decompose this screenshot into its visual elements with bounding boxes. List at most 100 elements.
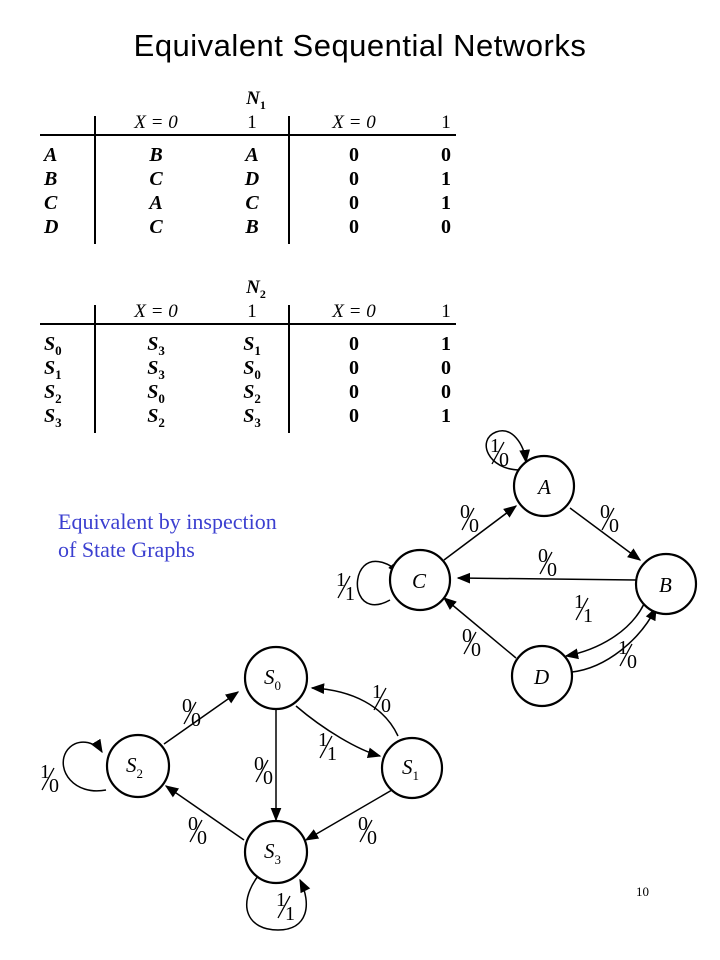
- edge-s2-s0: [163, 691, 240, 745]
- edge-s3-s2: [164, 785, 245, 841]
- edge-b-d: [564, 603, 645, 660]
- edge-io-label: 10: [618, 637, 637, 673]
- svg-text:S3: S3: [264, 839, 281, 867]
- svg-text:1: 1: [372, 681, 382, 703]
- svg-text:S2: S2: [126, 753, 143, 781]
- edge-a-self: [485, 430, 531, 471]
- edge-c-a: [443, 505, 518, 561]
- svg-text:D: D: [533, 665, 549, 689]
- table-network-label: N2: [246, 277, 266, 301]
- table-cell: B: [245, 216, 259, 238]
- svg-text:1: 1: [318, 729, 328, 751]
- svg-text:1: 1: [345, 583, 355, 605]
- edge-s1-s3: [304, 789, 393, 841]
- table-cell: 0: [349, 381, 359, 403]
- edge-io-label: 00: [460, 501, 479, 537]
- header-out-x0: X = 0: [332, 301, 376, 322]
- edge-io-label: 00: [600, 501, 619, 537]
- svg-text:0: 0: [254, 753, 264, 775]
- header-out-x1: 1: [441, 112, 451, 133]
- edge-io-label: 00: [538, 545, 557, 581]
- edge-s2-self: [62, 738, 107, 792]
- svg-text:1: 1: [490, 435, 500, 457]
- svg-text:0: 0: [609, 515, 619, 537]
- edge-io-label: 10: [40, 761, 59, 797]
- state-node-s0: S0: [243, 645, 309, 711]
- svg-text:0: 0: [182, 695, 192, 717]
- edge-io-label: 11: [318, 729, 337, 765]
- header-out-x1: 1: [441, 301, 451, 322]
- table-cell: 0: [441, 216, 451, 238]
- svg-text:0: 0: [197, 827, 207, 849]
- svg-text:0: 0: [469, 515, 479, 537]
- header-next-x0: X = 0: [134, 301, 178, 322]
- svg-text:1: 1: [583, 605, 593, 627]
- table-cell: 0: [349, 192, 359, 214]
- table-cell: 1: [441, 192, 451, 214]
- svg-text:1: 1: [40, 761, 50, 783]
- svg-text:0: 0: [600, 501, 610, 523]
- table-cell: D: [244, 168, 260, 190]
- edge-io-label: 00: [254, 753, 273, 789]
- svg-text:0: 0: [471, 639, 481, 661]
- table-divider: [94, 116, 96, 244]
- table-cell: S1: [44, 357, 62, 382]
- svg-text:0: 0: [381, 695, 391, 717]
- state-node-s2: S2: [105, 733, 171, 799]
- table-cell: 0: [349, 357, 359, 379]
- table-cell: 0: [349, 405, 359, 427]
- state-node-d: D: [510, 644, 574, 708]
- svg-text:1: 1: [285, 903, 295, 925]
- table-cell: 0: [349, 144, 359, 166]
- svg-text:S1: S1: [402, 755, 419, 783]
- table-cell: S0: [147, 381, 165, 406]
- svg-text:B: B: [659, 573, 672, 597]
- svg-text:0: 0: [460, 501, 470, 523]
- svg-text:A: A: [536, 475, 551, 499]
- graph2-nodes: S0 S1 S2 S3: [105, 645, 444, 885]
- table-cell: 0: [349, 333, 359, 355]
- table-divider: [94, 305, 96, 433]
- state-node-c: C: [388, 548, 452, 612]
- edge-d-c: [442, 597, 517, 659]
- edge-c-self: [356, 560, 401, 606]
- edge-s1-s0: [310, 683, 399, 737]
- svg-text:1: 1: [574, 591, 584, 613]
- state-node-b: B: [634, 552, 698, 616]
- table-cell: C: [149, 168, 163, 190]
- header-out-x0: X = 0: [332, 112, 376, 133]
- edge-io-label: 11: [574, 591, 593, 627]
- table-cell: S3: [147, 333, 165, 358]
- svg-text:1: 1: [327, 743, 337, 765]
- table-cell: C: [149, 216, 163, 238]
- table-divider: [288, 116, 290, 244]
- svg-text:0: 0: [191, 709, 201, 731]
- table-cell: C: [245, 192, 259, 214]
- equivalence-note: Equivalent by inspection of State Graphs: [58, 509, 277, 562]
- table-cell: 0: [349, 216, 359, 238]
- header-next-x0: X = 0: [134, 112, 178, 133]
- svg-text:0: 0: [367, 827, 377, 849]
- graph1-nodes: A B C D: [388, 454, 698, 708]
- edge-io-label: 10: [372, 681, 391, 717]
- edge-io-label: 00: [358, 813, 377, 849]
- edge-io-label: 11: [276, 889, 295, 925]
- edge-s3-self: [246, 875, 311, 931]
- graph1-edges: [356, 430, 657, 673]
- edge-a-b: [569, 507, 642, 561]
- table-cell: D: [44, 216, 59, 238]
- edge-io-label: 00: [462, 625, 481, 661]
- table-cell: S2: [147, 405, 165, 430]
- table-cell: S3: [44, 405, 62, 430]
- edge-io-label: 00: [188, 813, 207, 849]
- table-cell: S2: [44, 381, 62, 406]
- table-cell: C: [44, 192, 58, 214]
- slide-title: Equivalent Sequential Networks: [133, 28, 587, 63]
- table-cell: 0: [441, 381, 451, 403]
- edge-d-b: [571, 606, 657, 673]
- svg-text:0: 0: [547, 559, 557, 581]
- svg-text:0: 0: [49, 775, 59, 797]
